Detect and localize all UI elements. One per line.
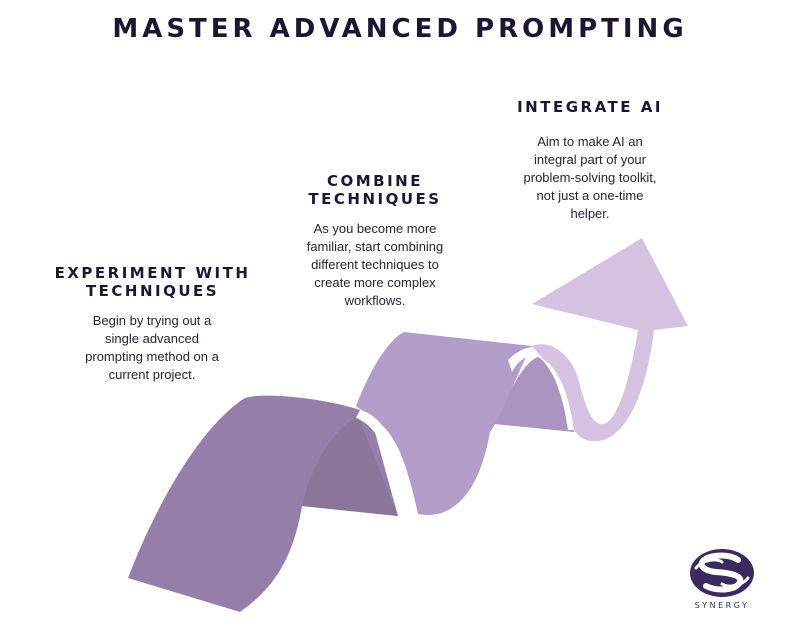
- step-heading: EXPERIMENT WITH TECHNIQUES: [54, 264, 251, 300]
- ribbon-segment-2: [356, 332, 532, 516]
- step-description: As you become more familiar, start combi…: [306, 221, 444, 308]
- step-heading: COMBINE TECHNIQUES: [308, 172, 442, 208]
- ribbon-gap-1: [356, 410, 414, 516]
- synergy-logo: SYNERGY: [682, 546, 762, 616]
- step-description: Aim to make AI an integral part of your …: [523, 134, 657, 221]
- ribbon-arrow-head: [532, 238, 688, 442]
- synergy-s-logo-icon: [690, 549, 754, 597]
- step-heading: INTEGRATE AI: [517, 98, 663, 116]
- step-description: Begin by trying out a single advanced pr…: [85, 313, 219, 382]
- page-title: MASTER ADVANCED PROMPTING: [112, 14, 688, 44]
- logo-wordmark: SYNERGY: [694, 601, 750, 610]
- ribbon-segment-1-fold: [302, 416, 398, 516]
